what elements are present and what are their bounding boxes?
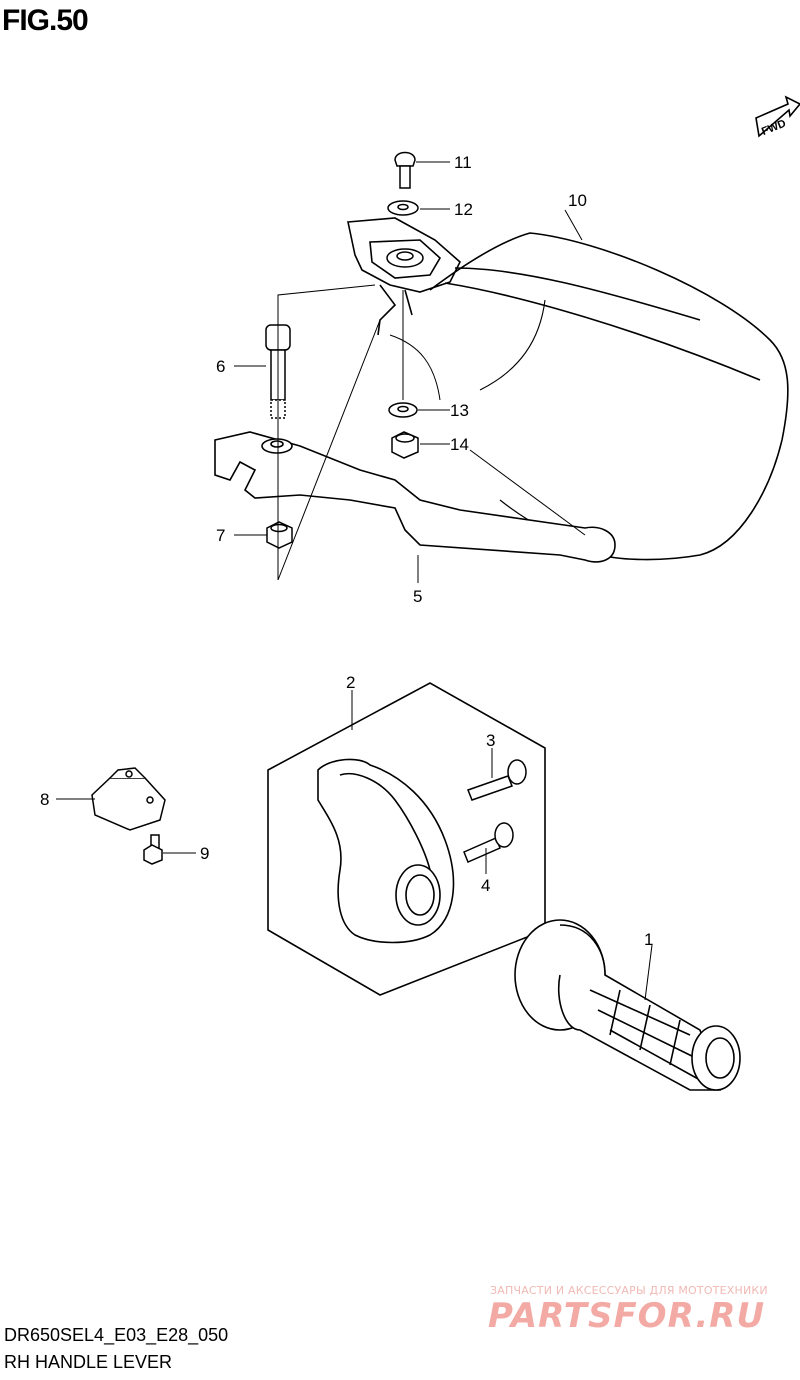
callout-5: 5 [413,587,422,606]
brake-lever [214,431,616,563]
throttle-grip [514,919,741,1091]
bracket-collar [386,248,424,268]
watermark-tagline: ЗАПЧАСТИ И АКСЕССУАРЫ ДЛЯ МОТОТЕХНИКИ [490,1284,768,1297]
forward-arrow-icon: FWD [755,95,800,138]
diagram-code: DR650SEL4_E03_E28_050 [4,1325,229,1345]
callout-6: 6 [216,357,225,376]
watermark-logo: PARTSFOR.RU [488,1296,766,1336]
washer-12 [387,200,419,216]
assembly-guide-lines [277,284,586,581]
screw-3 [467,759,527,801]
leader-lines [56,161,653,1001]
figure-title: FIG.50 [2,4,89,37]
callout-7: 7 [216,526,225,545]
nut-14 [391,431,419,459]
diagram-name: RH HANDLE LEVER [4,1352,173,1372]
callout-12: 12 [454,200,473,219]
washer-13 [388,402,418,418]
callout-14: 14 [450,435,469,454]
hand-guard [347,217,789,561]
callout-8: 8 [40,790,49,809]
screw-4 [463,822,514,863]
callout-11: 11 [454,153,472,172]
screw-11 [394,151,416,189]
callout-10: 10 [568,191,587,210]
nut-7 [266,521,293,549]
callout-9: 9 [200,844,209,863]
callout-4: 4 [481,876,490,895]
callout-2: 2 [346,673,355,692]
callout-3: 3 [486,731,495,750]
screw-9 [143,834,163,865]
brake-light-switch [91,767,166,831]
callout-13: 13 [450,401,469,420]
callout-1: 1 [644,930,653,949]
